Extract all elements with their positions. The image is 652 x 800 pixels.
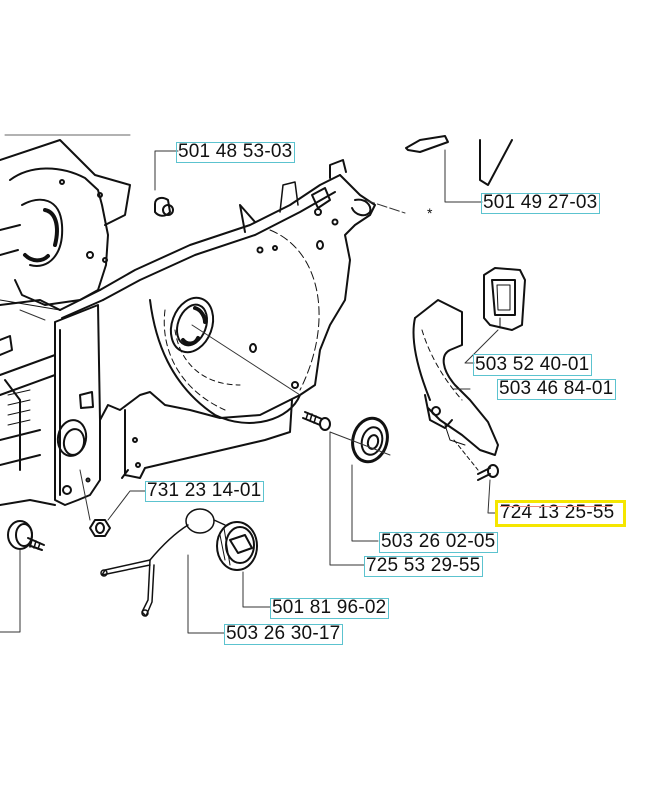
part-number-text: 501 49 27-03 [483, 192, 598, 213]
part-number-text: 731 23 14-01 [147, 480, 262, 501]
part-label-501-81-96-02[interactable]: 501 81 96-02 [270, 597, 389, 619]
cover-plate-drawing [405, 135, 513, 186]
screw-724-drawing [453, 439, 499, 481]
part-label-501-48-53-03[interactable]: 501 48 53-03 [176, 141, 295, 163]
crankcase-body-drawing [0, 159, 376, 506]
asterisk-annotation: * [427, 205, 433, 221]
part-number-text: 724 13 25-55 [500, 502, 615, 523]
part-label-503-46-84-01[interactable]: 503 46 84-01 [497, 378, 616, 400]
screw-725-drawing [302, 411, 331, 431]
chain-guide-drawing [412, 299, 499, 456]
seal-ring-drawing [351, 416, 389, 464]
part-label-503-26-30-17[interactable]: 503 26 30-17 [224, 623, 343, 645]
cylinder-housing-drawing [0, 134, 131, 311]
part-number-text: 503 52 40-01 [475, 354, 590, 375]
part-number-text: 501 48 53-03 [178, 141, 293, 162]
part-number-text: 725 53 29-55 [366, 555, 481, 576]
part-number-text: 503 26 30-17 [226, 623, 341, 644]
nut-drawing [89, 519, 111, 537]
cap-strap-drawing [100, 508, 226, 617]
bolt-drawing [7, 520, 45, 551]
part-label-731-23-14-01[interactable]: 731 23 14-01 [145, 480, 264, 502]
leader-lines [0, 149, 499, 634]
part-label-503-26-02-05[interactable]: 503 26 02-05 [379, 531, 498, 553]
part-label-725-53-29-55[interactable]: 725 53 29-55 [364, 555, 483, 577]
part-label-501-49-27-03[interactable]: 501 49 27-03 [481, 192, 600, 214]
part-number-text: 501 81 96-02 [272, 597, 387, 618]
part-label-503-52-40-01[interactable]: 503 52 40-01 [473, 354, 592, 376]
oil-cap-drawing [216, 521, 258, 571]
rubber-buffer-drawing [154, 196, 174, 217]
part-number-text: 503 46 84-01 [499, 378, 614, 399]
rubber-sleeve-drawing [483, 267, 526, 331]
part-number-text: 503 26 02-05 [381, 531, 496, 552]
part-label-724-13-25-55-highlighted[interactable]: 724 13 25-55 [495, 500, 626, 527]
